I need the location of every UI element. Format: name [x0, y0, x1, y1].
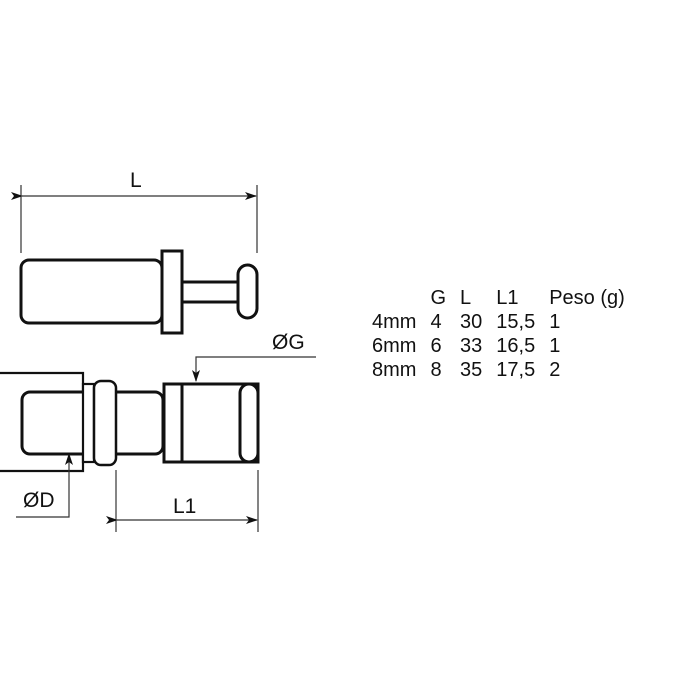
table-row: 8mm 8 35 17,5 2: [372, 358, 639, 382]
dimension-L: [11, 185, 258, 253]
cell-G: 4: [430, 311, 442, 333]
cell-weight: 1: [549, 335, 561, 357]
cell-weight: 2: [549, 359, 561, 381]
label-L1: L1: [173, 495, 197, 518]
table-row: 4mm 4 30 15,5 1: [372, 310, 639, 334]
header-L1: L1: [496, 287, 519, 309]
label-L: L: [130, 169, 142, 192]
cell-L: 35: [460, 359, 483, 381]
cell-L1: 15,5: [496, 311, 536, 333]
cell-L: 33: [460, 335, 483, 357]
table-header-row: G L L1 Peso (g): [372, 286, 639, 310]
header-weight: Peso (g): [549, 287, 625, 309]
cell-G: 8: [430, 359, 442, 381]
header-G: G: [430, 287, 447, 309]
cell-size: 6mm: [372, 335, 417, 357]
plug-inserted-view: [0, 371, 260, 473]
label-diameter-G: ØG: [272, 331, 305, 354]
cell-L1: 17,5: [496, 359, 536, 381]
cell-L: 30: [460, 311, 483, 333]
specification-table: G L L1 Peso (g) 4mm 4 30 15,5 1 6mm 6 33…: [372, 286, 639, 382]
table-row: 6mm 6 33 16,5 1: [372, 334, 639, 358]
cell-size: 4mm: [372, 311, 417, 333]
header-L: L: [460, 287, 472, 309]
cell-L1: 16,5: [496, 335, 536, 357]
header-size: [372, 286, 430, 310]
cell-size: 8mm: [372, 359, 417, 381]
cell-G: 6: [430, 335, 442, 357]
dimension-G-leader: [192, 356, 316, 382]
dimension-L1: [106, 470, 259, 532]
plug-top-view: [19, 249, 259, 335]
dimension-D-leader: [16, 453, 73, 518]
cell-weight: 1: [549, 311, 561, 333]
label-diameter-D: ØD: [23, 489, 55, 512]
